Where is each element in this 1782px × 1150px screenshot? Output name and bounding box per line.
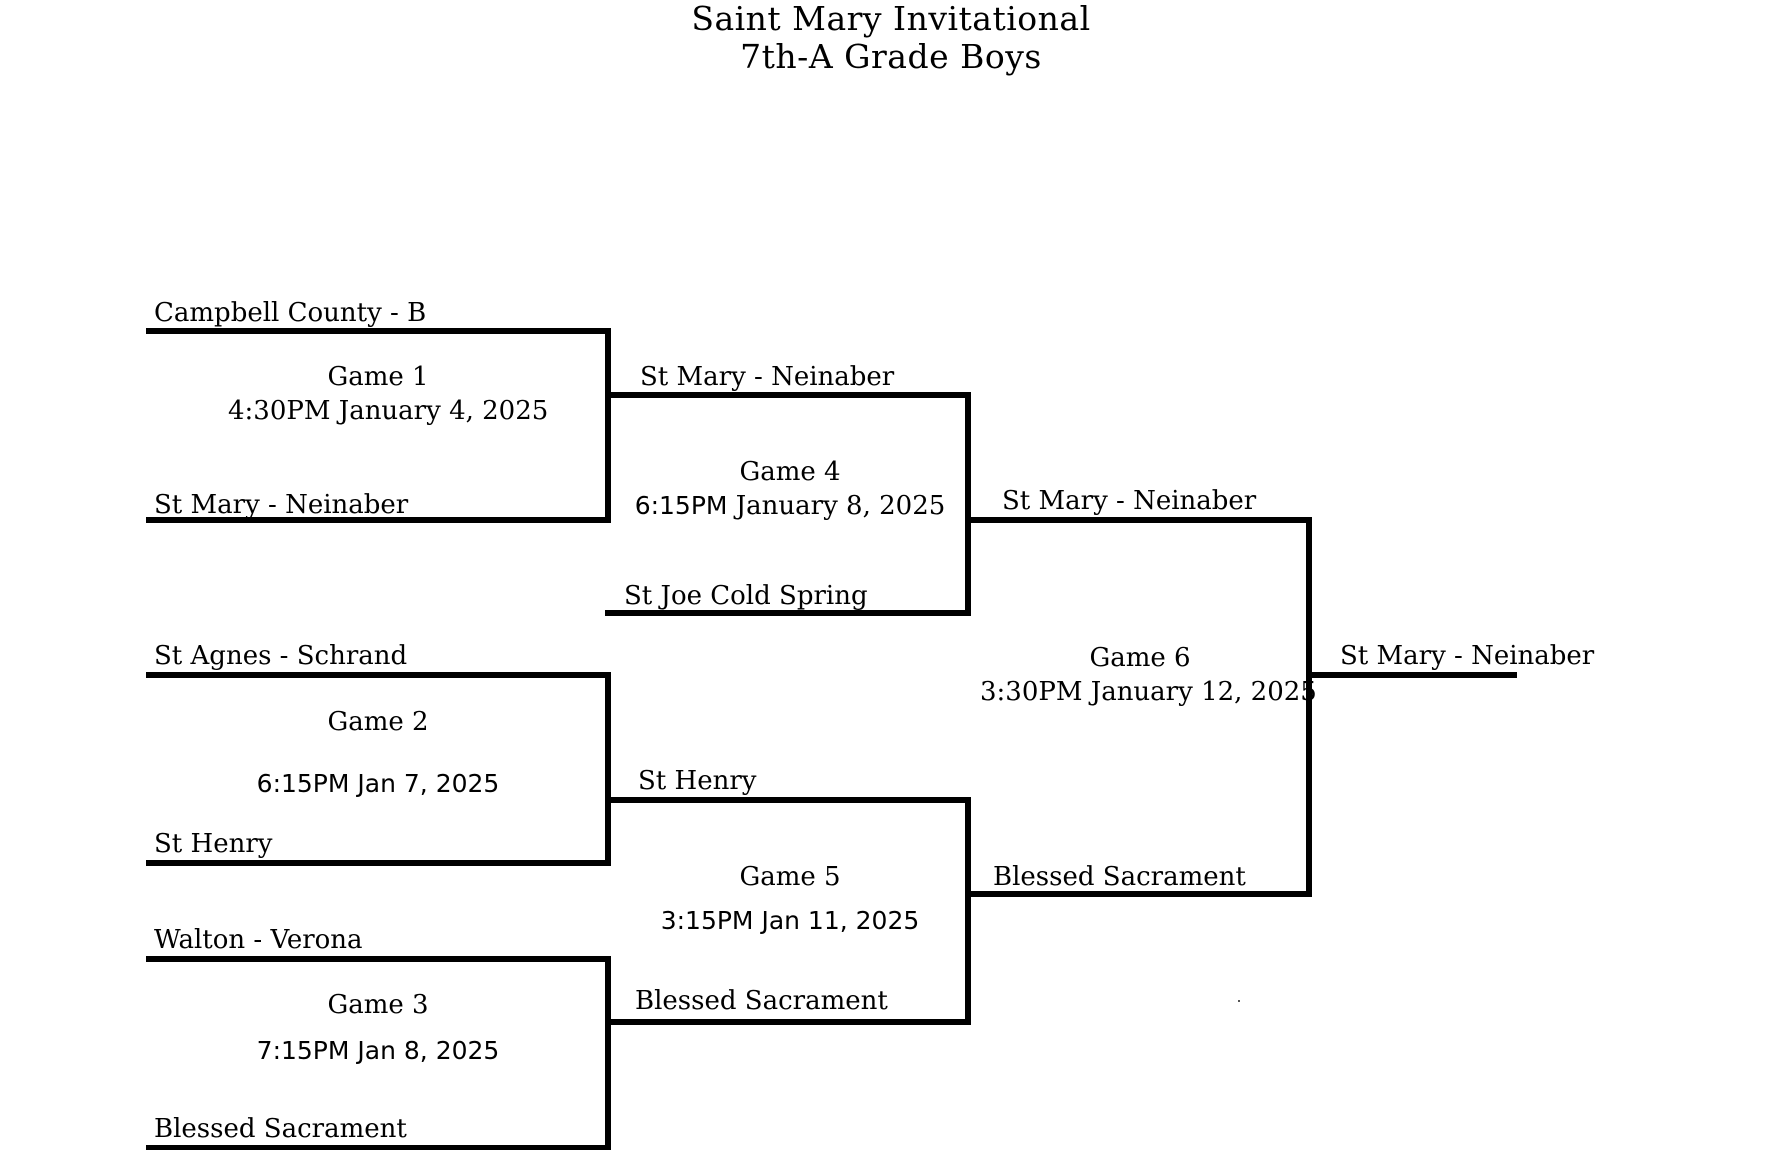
game2-bracket-line — [146, 672, 611, 866]
game6-info: Game 6 3:30PM January 12, 2025 — [980, 641, 1317, 709]
game3-team-top: Walton - Verona — [154, 925, 363, 955]
game4-team-top: St Mary - Neinaber — [640, 362, 895, 392]
game3-name: Game 3 — [327, 990, 429, 1020]
game5-team-bottom: Blessed Sacrament — [635, 986, 888, 1016]
game4-team-bottom: St Joe Cold Spring — [624, 581, 868, 611]
game4-time: 6:15PM January 8, 2025 — [620, 489, 960, 523]
game2-team-bottom: St Henry — [154, 829, 273, 859]
game1-time: 4:30PM January 4, 2025 — [228, 396, 549, 426]
game4-time-hour: 6:15PM — [634, 491, 728, 520]
game1-bracket-line — [146, 328, 611, 523]
game6-team-bottom: Blessed Sacrament — [993, 862, 1246, 892]
game3-time: 7:15PM Jan 8, 2025 — [256, 1036, 500, 1065]
game5-name: Game 5 — [739, 862, 841, 892]
stray-dot — [1238, 1000, 1240, 1002]
game3-team-bottom: Blessed Sacrament — [154, 1114, 407, 1144]
game5-time: 3:15PM Jan 11, 2025 — [660, 906, 920, 935]
game6-time: 3:30PM January 12, 2025 — [980, 677, 1317, 707]
game2-info: Game 2 6:15PM Jan 7, 2025 — [228, 705, 528, 801]
game3-bracket-line — [146, 956, 611, 1150]
game5-bracket-line — [605, 797, 971, 1025]
game4-name: Game 4 — [739, 457, 841, 487]
tournament-title: Saint Mary Invitational — [691, 0, 1091, 38]
game6-name: Game 6 — [1089, 643, 1191, 673]
game1-name: Game 1 — [327, 362, 429, 392]
game3-info: Game 3 7:15PM Jan 8, 2025 — [228, 988, 528, 1068]
game2-team-top: St Agnes - Schrand — [154, 641, 408, 671]
game2-name: Game 2 — [327, 707, 429, 737]
game1-info: Game 1 4:30PM January 4, 2025 — [228, 360, 549, 428]
game4-time-date: January 8, 2025 — [735, 491, 946, 521]
bracket-title: Saint Mary Invitational 7th-A Grade Boys — [0, 0, 1782, 76]
game2-time: 6:15PM Jan 7, 2025 — [256, 769, 500, 798]
champion-label: St Mary - Neinaber — [1340, 641, 1595, 671]
game1-team-bottom: St Mary - Neinaber — [154, 490, 409, 520]
division-title: 7th-A Grade Boys — [740, 37, 1042, 76]
game6-team-top: St Mary - Neinaber — [1002, 486, 1257, 516]
game5-team-top: St Henry — [638, 766, 757, 796]
game6-bracket-line — [965, 517, 1312, 897]
game5-info: Game 5 3:15PM Jan 11, 2025 — [620, 860, 960, 938]
game4-info: Game 4 6:15PM January 8, 2025 — [620, 455, 960, 523]
game1-team-top: Campbell County - B — [154, 298, 427, 328]
game4-bracket-line — [605, 392, 971, 616]
